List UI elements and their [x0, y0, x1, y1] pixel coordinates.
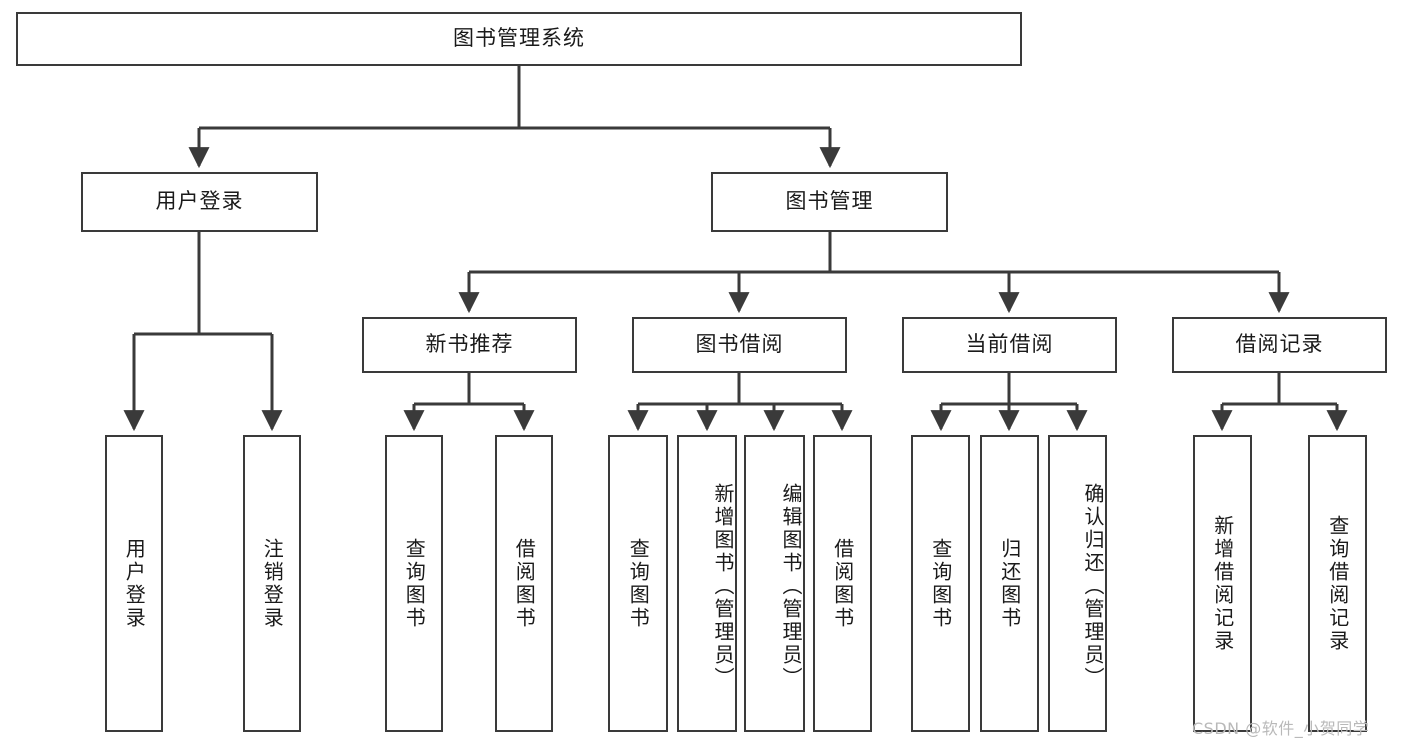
- leaf-logout-label: 注销登录: [260, 537, 285, 630]
- leaf-add-record[interactable]: 新增借阅记录: [1193, 435, 1252, 732]
- node-user-login-label: 用户登录: [155, 189, 244, 214]
- leaf-user-login-label: 用户登录: [122, 537, 147, 630]
- node-user-login[interactable]: 用户登录: [81, 172, 318, 232]
- leaf-borrow-book-1-label: 借阅图书: [512, 537, 537, 630]
- leaf-query-book-2[interactable]: 查询图书: [608, 435, 668, 732]
- node-book-manage[interactable]: 图书管理: [711, 172, 948, 232]
- node-borrow-record[interactable]: 借阅记录: [1172, 317, 1387, 373]
- leaf-query-record-label: 查询借阅记录: [1325, 514, 1350, 653]
- leaf-query-book-3[interactable]: 查询图书: [911, 435, 970, 732]
- node-new-book-recommend-label: 新书推荐: [425, 332, 514, 357]
- leaf-return-book[interactable]: 归还图书: [980, 435, 1039, 732]
- node-current-borrow-label: 当前借阅: [965, 332, 1054, 357]
- node-current-borrow[interactable]: 当前借阅: [902, 317, 1117, 373]
- node-borrow-record-label: 借阅记录: [1235, 332, 1324, 357]
- leaf-query-book-2-label: 查询图书: [626, 537, 651, 630]
- leaf-logout[interactable]: 注销登录: [243, 435, 301, 732]
- node-root-label: 图书管理系统: [453, 26, 585, 51]
- leaf-borrow-book-2-label: 借阅图书: [830, 537, 855, 630]
- leaf-borrow-book-2[interactable]: 借阅图书: [813, 435, 872, 732]
- leaf-confirm-return-label: 确认归还（管理员）: [1081, 483, 1105, 690]
- leaf-query-record[interactable]: 查询借阅记录: [1308, 435, 1367, 732]
- leaf-borrow-book-1[interactable]: 借阅图书: [495, 435, 553, 732]
- leaf-query-book-1-label: 查询图书: [402, 537, 427, 630]
- node-book-borrow-label: 图书借阅: [695, 332, 784, 357]
- leaf-query-book-3-label: 查询图书: [928, 537, 953, 630]
- node-root[interactable]: 图书管理系统: [16, 12, 1022, 66]
- node-book-manage-label: 图书管理: [785, 189, 874, 214]
- watermark: CSDN @软件_小贺同学: [1192, 719, 1370, 738]
- node-new-book-recommend[interactable]: 新书推荐: [362, 317, 577, 373]
- leaf-confirm-return[interactable]: 确认归还（管理员）: [1048, 435, 1107, 732]
- leaf-query-book-1[interactable]: 查询图书: [385, 435, 443, 732]
- leaf-edit-book[interactable]: 编辑图书（管理员）: [744, 435, 805, 732]
- leaf-return-book-label: 归还图书: [997, 537, 1022, 630]
- leaf-add-book[interactable]: 新增图书（管理员）: [677, 435, 737, 732]
- leaf-edit-book-label: 编辑图书（管理员）: [779, 483, 803, 690]
- leaf-add-book-label: 新增图书（管理员）: [711, 483, 735, 690]
- node-book-borrow[interactable]: 图书借阅: [632, 317, 847, 373]
- leaf-add-record-label: 新增借阅记录: [1210, 514, 1235, 653]
- leaf-user-login[interactable]: 用户登录: [105, 435, 163, 732]
